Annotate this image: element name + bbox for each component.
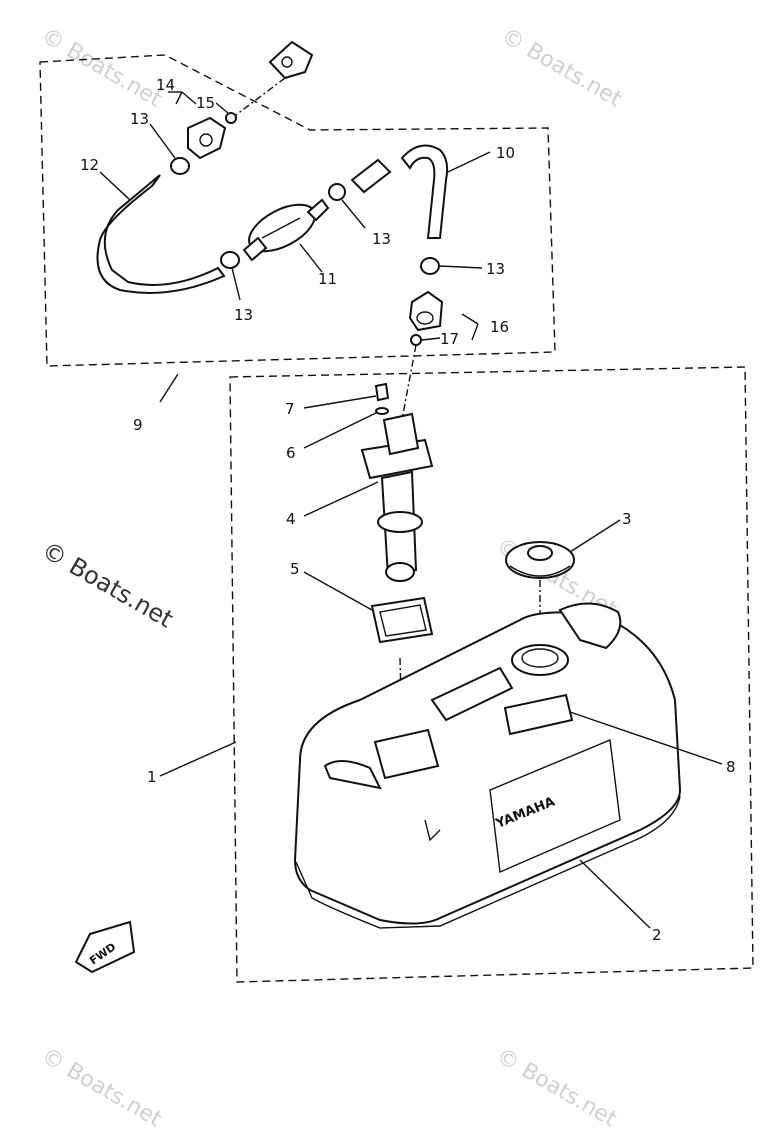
callout-2: 2 [652,926,662,944]
connector-plug [268,40,314,80]
fwd-arrow: FWD [74,920,136,974]
callout-8: 8 [726,758,736,776]
o-ring-15 [225,112,237,124]
callout-7: 7 [285,400,295,418]
fuel-hose-10 [400,144,449,239]
watermark-top-right: © Boats.net [497,24,626,113]
callout-13-center: 13 [372,230,391,248]
callout-3: 3 [622,510,632,528]
hose-joint-14 [187,116,227,160]
gauge-cap-7 [374,382,390,402]
callouts: 14 15 13 12 10 13 11 13 13 16 17 9 7 6 4… [80,76,736,944]
watermark-main: © Boats.net [37,536,178,633]
gasket-5 [370,596,434,644]
callout-13-right: 13 [486,260,505,278]
tank-front-grip [323,760,382,790]
callout-14: 14 [156,76,175,94]
clip-13-lower-left [220,251,240,269]
leader-lines [99,91,723,929]
fuel-hose-12 [96,174,226,294]
callout-4: 4 [286,510,296,528]
callout-13-top-left: 13 [130,110,149,128]
primer-bulb-11 [242,198,330,262]
callout-12: 12 [80,156,99,174]
tank-assembly-boundary [229,366,754,983]
callout-1: 1 [147,768,157,786]
callout-16: 16 [490,318,509,336]
hose-joint-16 [408,290,444,332]
watermark-bottom-right: © Boats.net [492,1044,621,1132]
hose-short-piece [350,158,392,194]
clip-13-right [420,257,440,275]
clip-13-top-left [170,157,190,175]
fuel-tank-body: YAMAHA [293,602,682,929]
clip-13-center [328,183,346,201]
gauge-mount-pad [373,728,440,780]
tank-rear-handle [558,602,622,650]
o-ring-17 [410,334,422,346]
callout-6: 6 [286,444,296,462]
o-ring-6 [375,407,389,415]
callout-17: 17 [440,330,459,348]
callout-11: 11 [318,270,337,288]
callout-9: 9 [133,416,143,434]
callout-13-lower-left: 13 [234,306,253,324]
tank-handle [430,666,514,722]
watermark-bottom-left: © Boats.net [37,1044,166,1132]
connector-centerline [231,77,286,119]
callout-10: 10 [496,144,515,162]
callout-15: 15 [196,94,215,112]
fuel-cap-3 [505,541,575,579]
label-plate [503,693,574,736]
fuel-gauge-assembly-4 [360,412,434,582]
hose-assembly-boundary [39,54,556,367]
callout-5: 5 [290,560,300,578]
watermark-top-left: © Boats.net [37,24,166,113]
